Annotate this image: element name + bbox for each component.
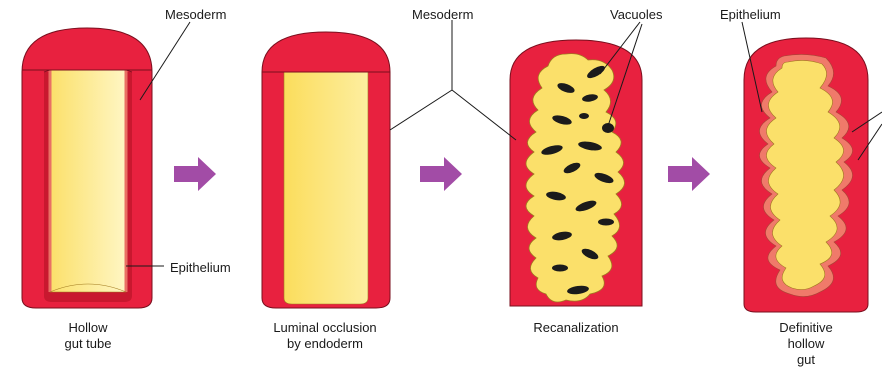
vacuole <box>579 113 589 119</box>
arrow-right-1 <box>174 157 216 191</box>
label-mesoderm-1: Mesoderm <box>165 7 226 22</box>
caption-line: gut tube <box>40 336 136 352</box>
caption-definitive-hollow-gut: Definitive hollow gut <box>756 320 856 368</box>
caption-hollow-gut-tube: Hollow gut tube <box>40 320 136 352</box>
caption-line: Definitive <box>756 320 856 336</box>
luminal-occlusion-tube <box>262 32 390 308</box>
label-vacuoles: Vacuoles <box>610 7 663 22</box>
definitive-gut-tube <box>744 38 868 312</box>
caption-line: by endoderm <box>250 336 400 352</box>
caption-line: Hollow <box>40 320 136 336</box>
occluded-lumen-2 <box>284 72 368 304</box>
arrow-right-2 <box>420 157 462 191</box>
vacuole <box>598 219 614 226</box>
leader-mesoderm-2 <box>390 20 516 140</box>
label-epithelium-1: Epithelium <box>170 260 231 275</box>
lumen-1 <box>50 70 126 292</box>
caption-line: Luminal occlusion <box>250 320 400 336</box>
caption-luminal-occlusion: Luminal occlusion by endoderm <box>250 320 400 352</box>
vacuole <box>552 265 568 272</box>
recanalization-tube <box>510 40 642 306</box>
arrow-right-3 <box>668 157 710 191</box>
caption-recanalization: Recanalization <box>510 320 642 336</box>
label-mesoderm-2: Mesoderm <box>412 7 473 22</box>
caption-line: gut <box>756 352 856 368</box>
label-epithelium-4: Epithelium <box>720 7 781 22</box>
caption-line: Recanalization <box>510 320 642 336</box>
caption-line: hollow <box>756 336 856 352</box>
